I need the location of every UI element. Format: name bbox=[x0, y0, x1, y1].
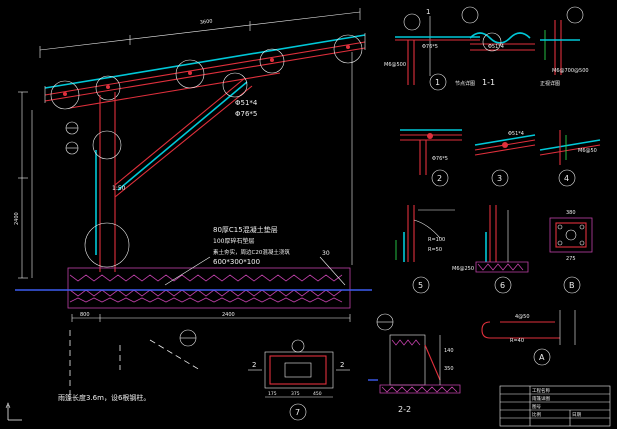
callout-7-label: 7 bbox=[295, 408, 300, 417]
section-2-2-height: 350 bbox=[444, 366, 454, 372]
steel-column bbox=[84, 92, 130, 272]
overall-base-dim: 2400 bbox=[222, 312, 235, 318]
detail-7-tag-right: 2 bbox=[340, 361, 344, 369]
detail-B-width: 380 bbox=[566, 210, 576, 216]
detail-6-bolt: M6@250 bbox=[452, 266, 474, 272]
detail-2-spec: Φ76*5 bbox=[432, 156, 448, 162]
foundation-note-1: 80厚C15混凝土垫层 bbox=[213, 225, 278, 234]
callout-B[interactable] bbox=[563, 276, 581, 294]
left-dimension-chain: 2400 bbox=[14, 91, 33, 279]
span-dimension: 3600 bbox=[200, 18, 213, 26]
callout-4-label: 4 bbox=[564, 174, 569, 183]
tube-spec-1: Φ51*4 bbox=[235, 99, 258, 107]
detail-5-r2: R=50 bbox=[428, 247, 442, 253]
foundation-block bbox=[67, 267, 351, 309]
foundation-note-2: 100厚碎石垫层 bbox=[213, 237, 254, 245]
top-dimension-chain: 3600 bbox=[39, 8, 361, 58]
detail-1-caption: 节点详图 bbox=[455, 80, 475, 87]
callout-A[interactable] bbox=[533, 348, 551, 366]
general-note: 雨篷长度3.6m，设6根钢柱。 bbox=[58, 393, 150, 402]
title-block: 工程名称 雨篷详图 图号 比例 日期 bbox=[499, 385, 611, 427]
scale-label: 1:50 bbox=[112, 185, 126, 192]
front-view-caption: 正视详图 bbox=[540, 80, 560, 87]
detail-1-spec-a: Φ76*5 bbox=[422, 44, 438, 50]
foundation-note-4: 600*300*100 bbox=[213, 258, 260, 266]
titleblock-row-1: 工程名称 bbox=[532, 387, 550, 394]
detail-4-bolt: M6@50 bbox=[578, 148, 597, 154]
detail-3: Φ51*4 3 bbox=[474, 131, 536, 187]
detail-7-dim-1: 175 bbox=[268, 391, 277, 397]
detail-A: 4@50 R=40 A bbox=[481, 310, 576, 366]
tube-spec-2: Φ76*5 bbox=[235, 110, 257, 118]
detail-1-spec-b: Φ51*4 bbox=[488, 44, 504, 50]
detail-7-dim-2: 375 bbox=[291, 391, 300, 397]
callout-6-label: 6 bbox=[500, 281, 505, 290]
bottom-dimension-chain: 800 2400 bbox=[71, 312, 351, 322]
callout-3[interactable] bbox=[491, 169, 509, 187]
height-dimension: 2400 bbox=[14, 212, 20, 225]
detail-3-spec: Φ51*4 bbox=[508, 131, 524, 137]
callout-5[interactable] bbox=[412, 276, 430, 294]
detail-1-group: 1 Φ76*5 M6@500 1 节点详图 1-1 Φ51*4 M6@700@5… bbox=[384, 6, 589, 91]
titleblock-row-5: 日期 bbox=[572, 412, 581, 418]
detail-5: R=100 R=50 5 bbox=[395, 205, 455, 294]
detail-4: M6@50 4 bbox=[539, 130, 601, 187]
callout-4[interactable] bbox=[558, 169, 576, 187]
section-2-2-title: 2-2 bbox=[398, 405, 411, 414]
section-2-2: 140 350 2-2 bbox=[368, 313, 461, 414]
detail-6: M6@250 6 bbox=[452, 205, 529, 294]
callout-7[interactable] bbox=[289, 403, 307, 421]
detail-A-spacing: 4@50 bbox=[515, 314, 530, 320]
callout-6[interactable] bbox=[494, 276, 512, 294]
roof-beam bbox=[44, 33, 366, 109]
main-elevation: 3600 bbox=[14, 8, 372, 395]
detail-1-bolt-a: M6@500 bbox=[384, 62, 406, 68]
titleblock-row-3: 图号 bbox=[532, 404, 541, 410]
detail-A-radius: R=40 bbox=[510, 338, 524, 344]
detail-7-tag-left: 2 bbox=[252, 361, 256, 369]
callout-1-label: 1 bbox=[435, 78, 440, 87]
detail-B: 380 275 B bbox=[549, 210, 593, 294]
section-cut-markers bbox=[69, 329, 201, 395]
slope-note: 30 bbox=[322, 250, 330, 257]
section-1-1-title: 1-1 bbox=[482, 78, 495, 87]
callout-3-label: 3 bbox=[497, 174, 502, 183]
foundation-note-3: 素土夯实，周边C20混凝土浇筑 bbox=[213, 248, 290, 256]
callout-1[interactable] bbox=[429, 73, 447, 91]
detail-5-r1: R=100 bbox=[428, 237, 445, 243]
detail-7-dim-3: 450 bbox=[313, 391, 322, 397]
detail-7: 2 2 175 375 450 7 bbox=[248, 339, 350, 421]
detail-B-height: 275 bbox=[566, 256, 576, 262]
ucs-axis-icon bbox=[5, 402, 22, 421]
detail-2: Φ76*5 2 bbox=[400, 129, 462, 187]
callout-A-label: A bbox=[539, 353, 545, 362]
diagonal-brace bbox=[114, 72, 253, 198]
base-dim: 800 bbox=[80, 312, 90, 318]
titleblock-row-4: 比例 bbox=[532, 411, 541, 418]
callout-5-label: 5 bbox=[418, 281, 423, 290]
detail-1-bolt-b: M6@700@500 bbox=[552, 68, 589, 74]
titleblock-row-2: 雨篷详图 bbox=[532, 395, 550, 402]
callout-B-label: B bbox=[569, 281, 575, 290]
callout-2[interactable] bbox=[431, 169, 449, 187]
section-2-2-width: 140 bbox=[444, 348, 454, 354]
section-tag-1: 1 bbox=[426, 8, 430, 16]
roof-node-markers bbox=[50, 34, 363, 110]
callout-2-label: 2 bbox=[437, 174, 442, 183]
